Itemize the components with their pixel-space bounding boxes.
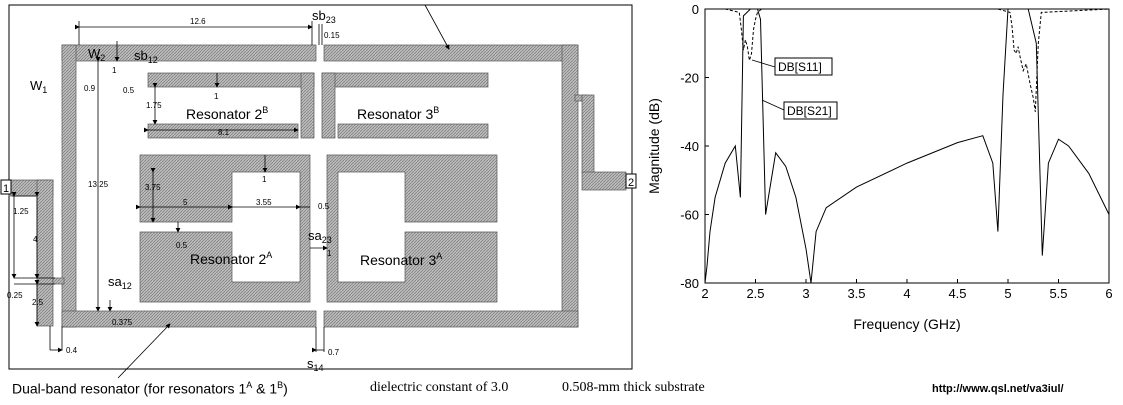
s-parameter-chart: 2 2.5 3 3.5 4 4.5 5 5.5 6 0 -20 -40 -60 -80 Frequenc…: [646, 2, 1113, 332]
port-1-box: [0, 179, 12, 195]
filter-layout: 12.6 0.15 1 0.9 0.5 1.75 1 8.1 13.25 1 3…: [0, 4, 637, 379]
port-1-label: 1: [3, 183, 9, 195]
legend-callouts: DB[S11] DB[S21]: [751, 57, 838, 120]
dim-3-55: 3.55: [256, 198, 272, 207]
dim-0-15: 0.15: [324, 31, 340, 40]
x-tick-label: 6: [1105, 286, 1112, 301]
port-2-box: [625, 173, 637, 189]
dim-0-7: 0.7: [328, 348, 340, 357]
x-tick-label: 3: [802, 286, 809, 301]
label-sa12: sa12: [108, 274, 132, 291]
dim-12-6: 12.6: [190, 17, 206, 26]
y-tick-label: 0: [692, 2, 699, 17]
label-resonator-3b: Resonator 3B: [357, 105, 439, 122]
y-tick-label: -80: [680, 276, 699, 291]
label-resonator-2a: Resonator 2A: [190, 250, 272, 267]
dim-0-5-b: 0.5: [318, 202, 330, 211]
legend-box-s11: [774, 57, 833, 76]
dim-0-5-c: 0.5: [176, 241, 188, 250]
feed-lines: [8, 94, 627, 327]
label-w1: W1: [30, 78, 47, 95]
caption-substrate: 0.508-mm thick substrate: [562, 380, 705, 395]
dimension-lines: [11, 4, 450, 379]
y-tick-label: -40: [680, 139, 699, 154]
dim-0-9: 0.9: [84, 84, 96, 93]
dim-5: 5: [183, 198, 188, 207]
caption-dual-band: Dual-band resonator (for resonators 1A &…: [12, 380, 288, 397]
dim-1-top: 1: [112, 66, 117, 75]
resonators-a: [139, 154, 498, 303]
label-resonator-2b: Resonator 2B: [186, 105, 268, 122]
y-tick-label: -20: [680, 71, 699, 86]
x-tick-label: 5.5: [1049, 286, 1067, 301]
dim-1-c: 1: [262, 175, 267, 184]
caption-dielectric: dielectric constant of 3.0: [370, 380, 509, 395]
x-tick-label: 2.5: [746, 286, 764, 301]
label-sb12: sb12: [134, 48, 158, 65]
plot-area: [704, 8, 1110, 284]
label-w2: W2: [88, 46, 105, 63]
legend-label-s21: DB[S21]: [787, 104, 832, 118]
dim-2-5: 2.5: [32, 298, 44, 307]
label-sb23: sb23: [312, 8, 336, 25]
legend-label-s11: DB[S11]: [778, 60, 822, 74]
dim-8-1: 8.1: [218, 128, 230, 137]
x-tick-label: 4: [903, 286, 910, 301]
dimension-labels: 12.6 0.15 1 0.9 0.5 1.75 1 8.1 13.25 1 3…: [7, 17, 340, 357]
label-s14: s14: [307, 356, 324, 373]
dim-1-25: 1.25: [13, 207, 29, 216]
x-tick-label: 5: [1004, 286, 1011, 301]
dim-1-d: 1: [327, 249, 332, 258]
outer-dual-band-resonator: [61, 44, 579, 328]
y-axis-label: Magnitude (dB): [646, 98, 662, 194]
dim-4: 4: [33, 235, 38, 244]
dim-1-b: 1: [214, 92, 219, 101]
y-axis-ticks: 0 -20 -40 -60 -80: [680, 2, 709, 291]
legend-box-s21: [783, 101, 838, 120]
symbol-labels: W1 W2 sb12 sb23 sa12 sa23 s14 Resonator …: [0, 8, 637, 373]
series-s21-line: [704, 8, 1110, 284]
x-tick-label: 2: [701, 286, 708, 301]
series-s11-line: [705, 8, 1110, 112]
x-tick-label: 4.5: [948, 286, 966, 301]
dim-13-25: 13.25: [88, 180, 109, 189]
x-axis-label: Frequency (GHz): [853, 316, 960, 332]
dim-0-5-a: 0.5: [123, 86, 135, 95]
y-tick-label: -60: [680, 208, 699, 223]
dim-3-75: 3.75: [145, 183, 161, 192]
dim-1-75: 1.75: [146, 101, 162, 110]
dim-0-25: 0.25: [7, 291, 23, 300]
source-url: http://www.qsl.net/va3iul/: [932, 383, 1064, 395]
label-sa23: sa23: [308, 228, 332, 245]
x-axis-ticks: 2 2.5 3 3.5 4 4.5 5 5.5 6: [701, 279, 1113, 301]
port-2-label: 2: [628, 177, 634, 189]
x-tick-label: 3.5: [847, 286, 865, 301]
dim-0-375: 0.375: [112, 318, 133, 327]
label-resonator-3a: Resonator 3A: [360, 251, 442, 268]
dim-0-4: 0.4: [66, 346, 78, 355]
substrate-outline: [8, 4, 633, 370]
